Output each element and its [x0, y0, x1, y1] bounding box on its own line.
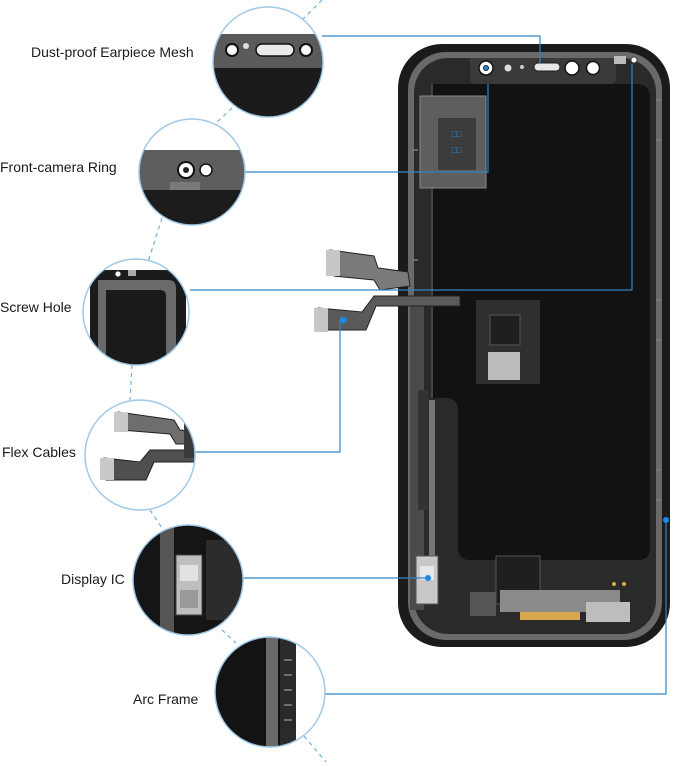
label-screw-hole: Screw Hole: [0, 299, 72, 315]
screw-hole-icon: [630, 56, 638, 64]
svg-text:□□: □□: [451, 129, 462, 139]
bottom-components: [415, 555, 630, 622]
label-display-ic: Display IC: [61, 571, 125, 587]
camera-ring-zoom: [138, 118, 246, 226]
dashed-connector-path: [129, 0, 327, 763]
svg-text:□□: □□: [451, 145, 462, 155]
earpiece-mesh-icon: [533, 62, 561, 72]
screw-hole-zoom: [82, 258, 190, 366]
lcd-assembly: □□ □□: [398, 44, 670, 647]
arc-frame-zoom: [214, 636, 326, 748]
leader-lines: [182, 35, 667, 695]
label-flex-cables: Flex Cables: [2, 444, 76, 460]
top-sensor-row: [478, 56, 638, 76]
label-front-camera-ring: Front-camera Ring: [0, 159, 117, 175]
qr-label: [488, 352, 520, 380]
detached-flex-cables: [314, 249, 461, 332]
flex-cable-zoom: [84, 399, 196, 511]
display-ic-zoom: [132, 524, 244, 636]
leader-dots: [425, 66, 669, 581]
label-arc-frame: Arc Frame: [133, 691, 199, 707]
earpiece-mesh-zoom: [212, 6, 324, 118]
frame-tick-marks: [412, 99, 662, 501]
label-earpiece-mesh: Dust-proof Earpiece Mesh: [31, 44, 194, 60]
display-panel: [432, 84, 650, 560]
